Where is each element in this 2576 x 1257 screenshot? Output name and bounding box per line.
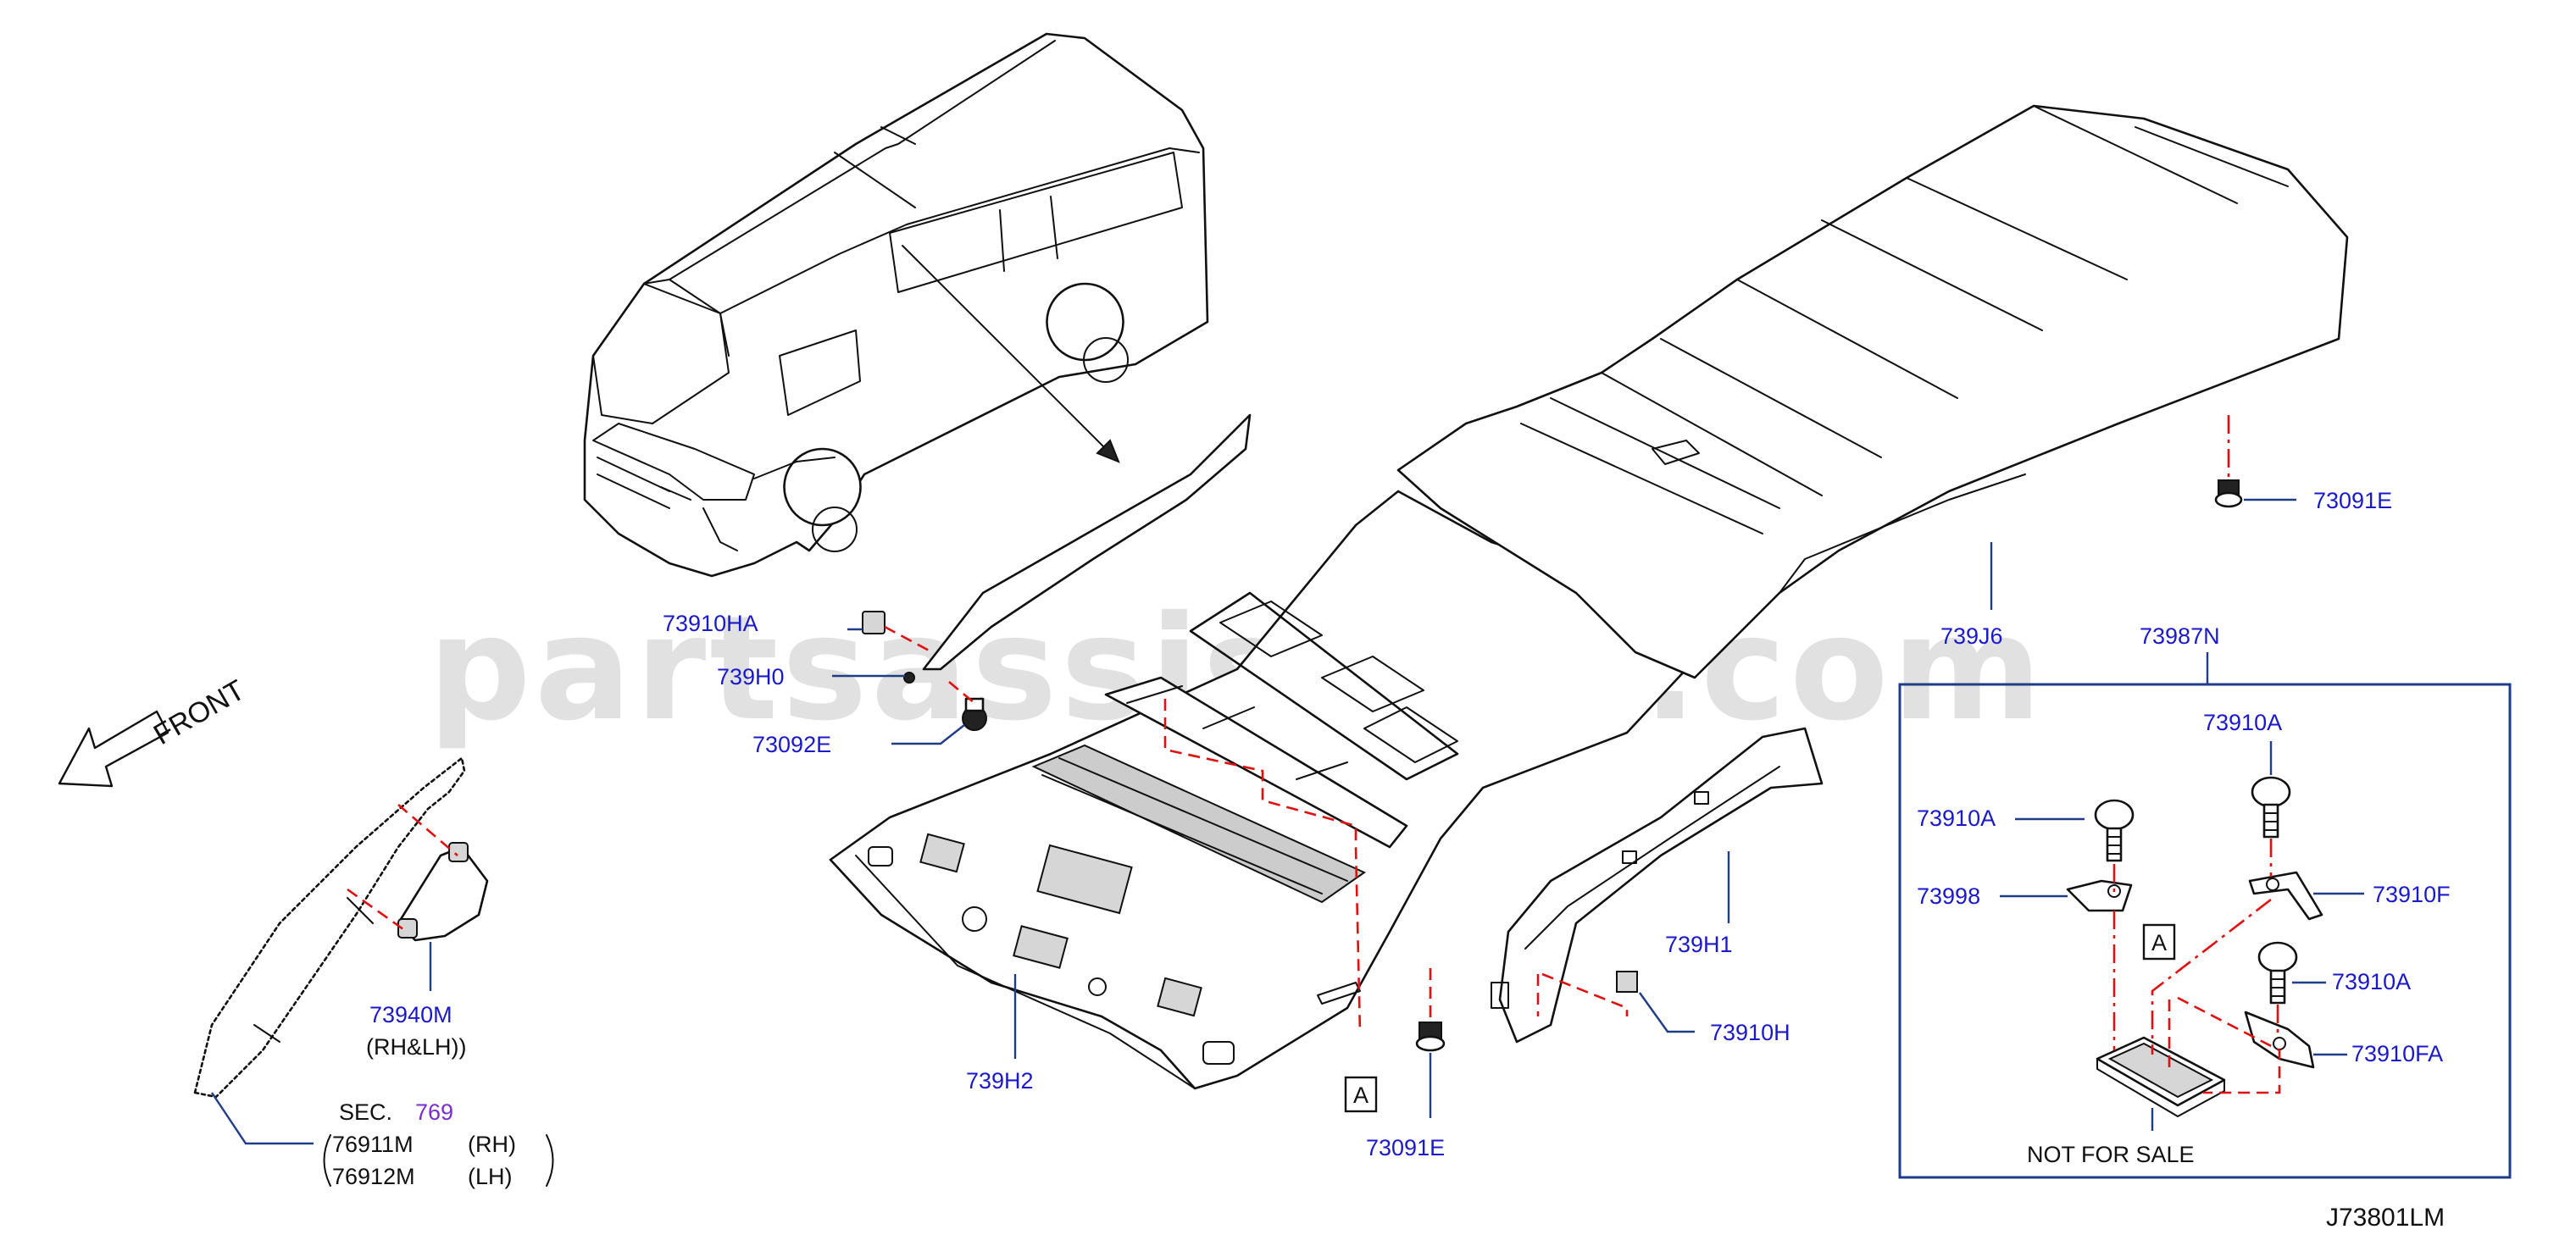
sec-part-76912M[interactable]: 76912M [332, 1164, 415, 1189]
diagram-code: J73801LM [2326, 1204, 2445, 1232]
part-73987N[interactable]: 73987N [2140, 623, 2220, 649]
inset-part-73910A-left[interactable]: 73910A [1917, 806, 1996, 831]
side-rail-739H1[interactable] [1491, 727, 1824, 1044]
inset-part-73910F[interactable]: 73910F [2373, 882, 2451, 907]
front-arrow: FRONT [58, 673, 250, 788]
sec-prefix: SEC. [339, 1099, 392, 1125]
part-73940M-note: (RH&LH)) [366, 1034, 467, 1060]
inset-part-73910FA[interactable]: 73910FA [2351, 1041, 2443, 1066]
clip-73091E-bottom[interactable] [1415, 1022, 1446, 1052]
part-73092E[interactable]: 73092E [752, 732, 831, 757]
sec-part-76911M[interactable]: 76911M [332, 1132, 414, 1157]
bracket-73910F[interactable] [2248, 871, 2323, 921]
clip-73910H[interactable] [1616, 971, 1638, 993]
screw-73910A-right[interactable] [2257, 941, 2298, 1005]
clip-73091E-top[interactable] [2214, 479, 2243, 508]
ref-marker-A-inset[interactable] [2142, 923, 2176, 961]
part-739H0[interactable]: 739H0 [717, 664, 785, 689]
part-73910H[interactable]: 73910H [1710, 1020, 1790, 1045]
part-73091E-bottom[interactable]: 73091E [1366, 1135, 1445, 1160]
not-for-sale-label: NOT FOR SALE [2027, 1142, 2195, 1167]
ref-marker-A-headlining[interactable] [1344, 1076, 1378, 1113]
sec-769-link[interactable]: 769 [415, 1099, 453, 1125]
part-739H2[interactable]: 739H2 [966, 1068, 1034, 1094]
lamp-housing-not-for-sale [2096, 1036, 2226, 1117]
part-73091E-top[interactable]: 73091E [2313, 488, 2392, 513]
part-739H1[interactable]: 739H1 [1665, 932, 1733, 957]
part-73910HA[interactable]: 73910HA [663, 611, 758, 636]
sec-part-76912M-side: (LH) [468, 1164, 513, 1189]
kit-73987N-box [1898, 683, 2512, 1179]
headlining-739H2[interactable] [829, 490, 1688, 1090]
screw-73910A-left[interactable] [2094, 799, 2135, 862]
screw-73910A-top[interactable] [2251, 776, 2291, 839]
sec-part-76911M-side: (RH) [468, 1132, 516, 1157]
part-739J6[interactable]: 739J6 [1940, 623, 2003, 649]
bracket-73998[interactable] [2066, 879, 2133, 912]
inset-part-73910A-top[interactable]: 73910A [2203, 710, 2282, 735]
ref-marker-A-inset-label: A [2151, 930, 2167, 955]
inset-part-73998[interactable]: 73998 [1917, 883, 1980, 909]
assist-grip[interactable] [397, 842, 489, 942]
part-73940M[interactable]: 73940M [369, 1002, 452, 1027]
front-trim-strip[interactable] [922, 413, 1252, 671]
clip-73910HA[interactable] [862, 611, 886, 634]
ref-marker-A-label: A [1353, 1083, 1368, 1108]
inset-part-73910A-right[interactable]: 73910A [2332, 969, 2411, 994]
pillar-garnish[interactable] [193, 756, 466, 1099]
clip-73092E[interactable] [962, 697, 987, 731]
roof-panel-739J6[interactable] [1396, 104, 2349, 679]
van-illustration [583, 32, 1209, 578]
front-label: FRONT [148, 673, 250, 750]
